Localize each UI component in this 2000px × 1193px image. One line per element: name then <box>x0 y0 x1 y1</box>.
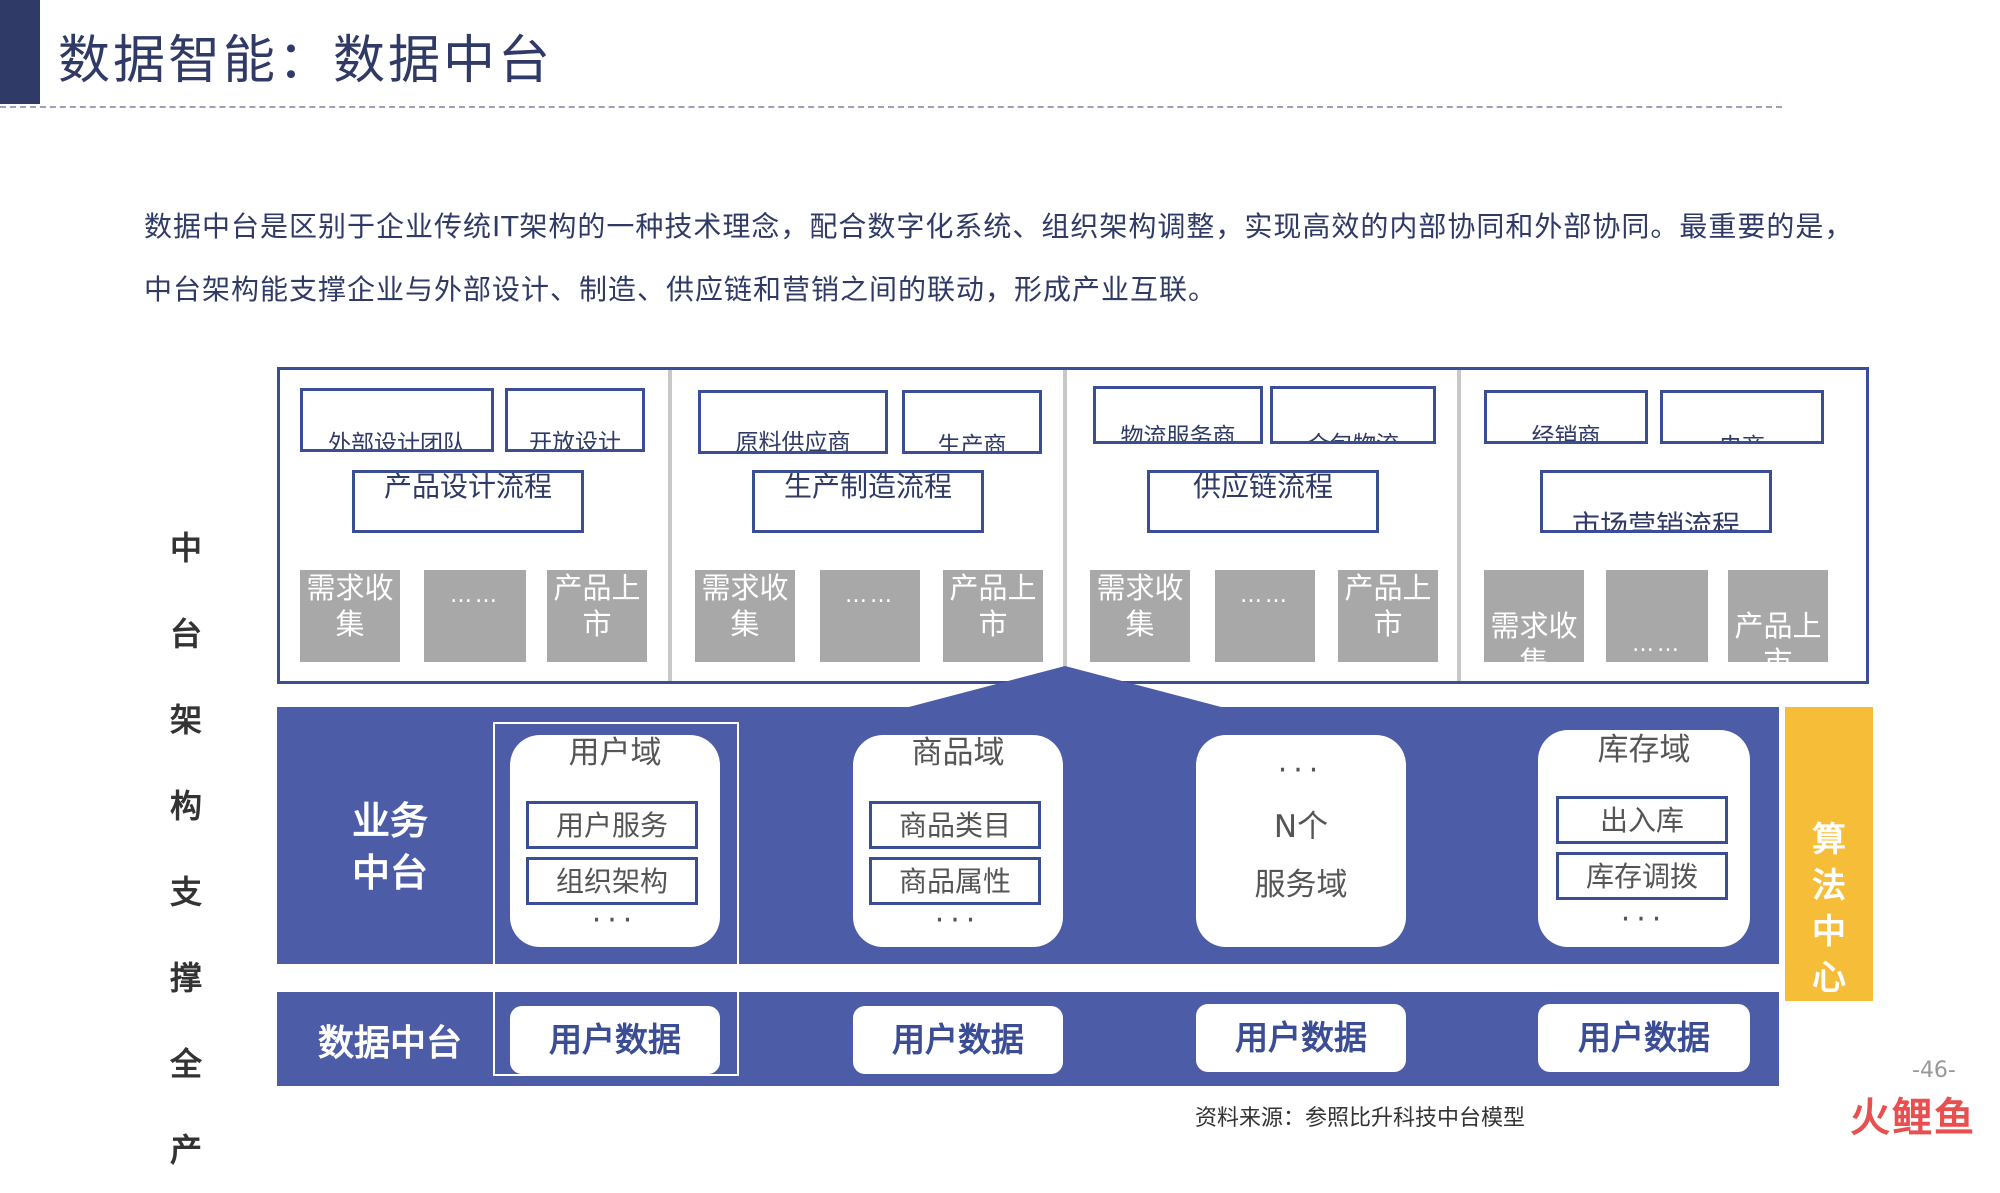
highlight-outline <box>493 722 739 967</box>
algo-char: 算 <box>1812 820 1846 860</box>
column-divider <box>1063 370 1067 681</box>
flow-box: 产品设计流程 <box>352 470 584 533</box>
partner-box: 外部设计团队 <box>300 388 494 452</box>
step-box: 产品上市 <box>1338 570 1438 662</box>
algo-char: 心 <box>1812 958 1846 998</box>
side-char: 全 <box>169 1045 202 1083</box>
step-box: 产品上市 <box>1728 570 1828 662</box>
step-box: 产品上市 <box>547 570 647 662</box>
business-platform-label: 业务 中台 <box>330 795 450 899</box>
side-char: 架 <box>169 701 202 739</box>
step-box: 需求收集 <box>300 570 400 662</box>
partner-box: 物流服务商 <box>1093 386 1263 444</box>
side-char: 撑 <box>169 959 202 997</box>
partner-box: 众包物流 <box>1270 386 1436 444</box>
domain-title: 库存域 <box>1597 732 1691 768</box>
domain-card: 用户域 用户服务 组织架构 ··· <box>510 735 720 947</box>
step-box: …… <box>1215 570 1315 662</box>
side-char: 支 <box>169 873 202 911</box>
algo-char: 中 <box>1812 912 1846 952</box>
title-divider <box>0 106 1782 108</box>
highlight-outline <box>493 990 739 1076</box>
flow-box: 供应链流程 <box>1147 470 1379 533</box>
step-box: 需求收集 <box>1484 570 1584 662</box>
side-label: 中 台 架 构 支 撑 全 产 <box>166 505 206 1193</box>
flow-box: 生产制造流程 <box>752 470 984 533</box>
side-char: 产 <box>169 1131 202 1169</box>
title-accent-bar <box>0 0 40 104</box>
domain-card: 库存域 出入库 库存调拨 ··· <box>1538 730 1750 947</box>
data-item: 用户数据 <box>853 1006 1063 1074</box>
step-box: 产品上市 <box>943 570 1043 662</box>
side-char: 中 <box>169 529 202 567</box>
page-title: 数据智能：数据中台 <box>58 31 554 91</box>
domain-title: ··· <box>1277 753 1325 788</box>
side-char: 台 <box>169 615 202 653</box>
domain-card: 商品域 商品类目 商品属性 ··· <box>853 735 1063 947</box>
service-box: 用户服务 <box>526 801 698 849</box>
algo-char: 法 <box>1812 866 1846 906</box>
intro-line-1: 数据中台是区别于企业传统IT架构的一种技术理念，配合数字化系统、组织架构调整，实… <box>144 210 1854 243</box>
service-box: 组织架构 <box>526 857 698 905</box>
more-dots: ··· <box>934 903 982 938</box>
algorithm-center: 算 法 中 心 <box>1785 707 1873 1001</box>
page-number: -46- <box>1912 1058 1956 1083</box>
data-platform-label: 数据中台 <box>317 1023 462 1064</box>
domain-card: ··· N个 服务域 <box>1196 735 1406 947</box>
service-box: 商品属性 <box>869 857 1041 905</box>
step-box: …… <box>820 570 920 662</box>
data-item: 用户数据 <box>510 1006 720 1074</box>
column-divider <box>1457 370 1461 681</box>
domain-text: 服务域 <box>1254 867 1348 903</box>
domain-title: 商品域 <box>911 735 1005 771</box>
step-box: …… <box>1606 570 1708 662</box>
business-label-line: 中台 <box>351 851 428 895</box>
more-dots: ··· <box>591 903 639 938</box>
brand-logo: 火鲤鱼 <box>1850 1095 1976 1141</box>
service-box: 出入库 <box>1556 796 1728 844</box>
partner-box: 电商 <box>1660 390 1824 444</box>
more-dots: ··· <box>1620 902 1668 937</box>
step-box: 需求收集 <box>695 570 795 662</box>
intro-line-2: 中台架构能支撑企业与外部设计、制造、供应链和营销之间的联动，形成产业互联。 <box>144 273 1218 306</box>
service-box: 商品类目 <box>869 801 1041 849</box>
service-box: 库存调拨 <box>1556 852 1728 900</box>
up-arrow <box>905 666 1225 708</box>
domain-text: N个 <box>1273 809 1329 845</box>
data-item: 用户数据 <box>1538 1004 1750 1072</box>
domain-title: 用户域 <box>568 735 662 771</box>
step-box: …… <box>424 570 526 662</box>
partner-box: 原料供应商 <box>698 390 888 454</box>
partner-box: 生产商 <box>902 390 1042 454</box>
partner-box: 开放设计 <box>505 388 645 452</box>
column-divider <box>668 370 672 681</box>
flow-box: 市场营销流程 <box>1540 470 1772 533</box>
step-box: 需求收集 <box>1090 570 1190 662</box>
business-label-line: 业务 <box>351 799 428 843</box>
side-char: 构 <box>169 787 202 825</box>
data-item: 用户数据 <box>1196 1004 1406 1072</box>
partner-box: 经销商 <box>1484 390 1648 444</box>
source-note: 资料来源：参照比升科技中台模型 <box>1195 1106 1526 1131</box>
